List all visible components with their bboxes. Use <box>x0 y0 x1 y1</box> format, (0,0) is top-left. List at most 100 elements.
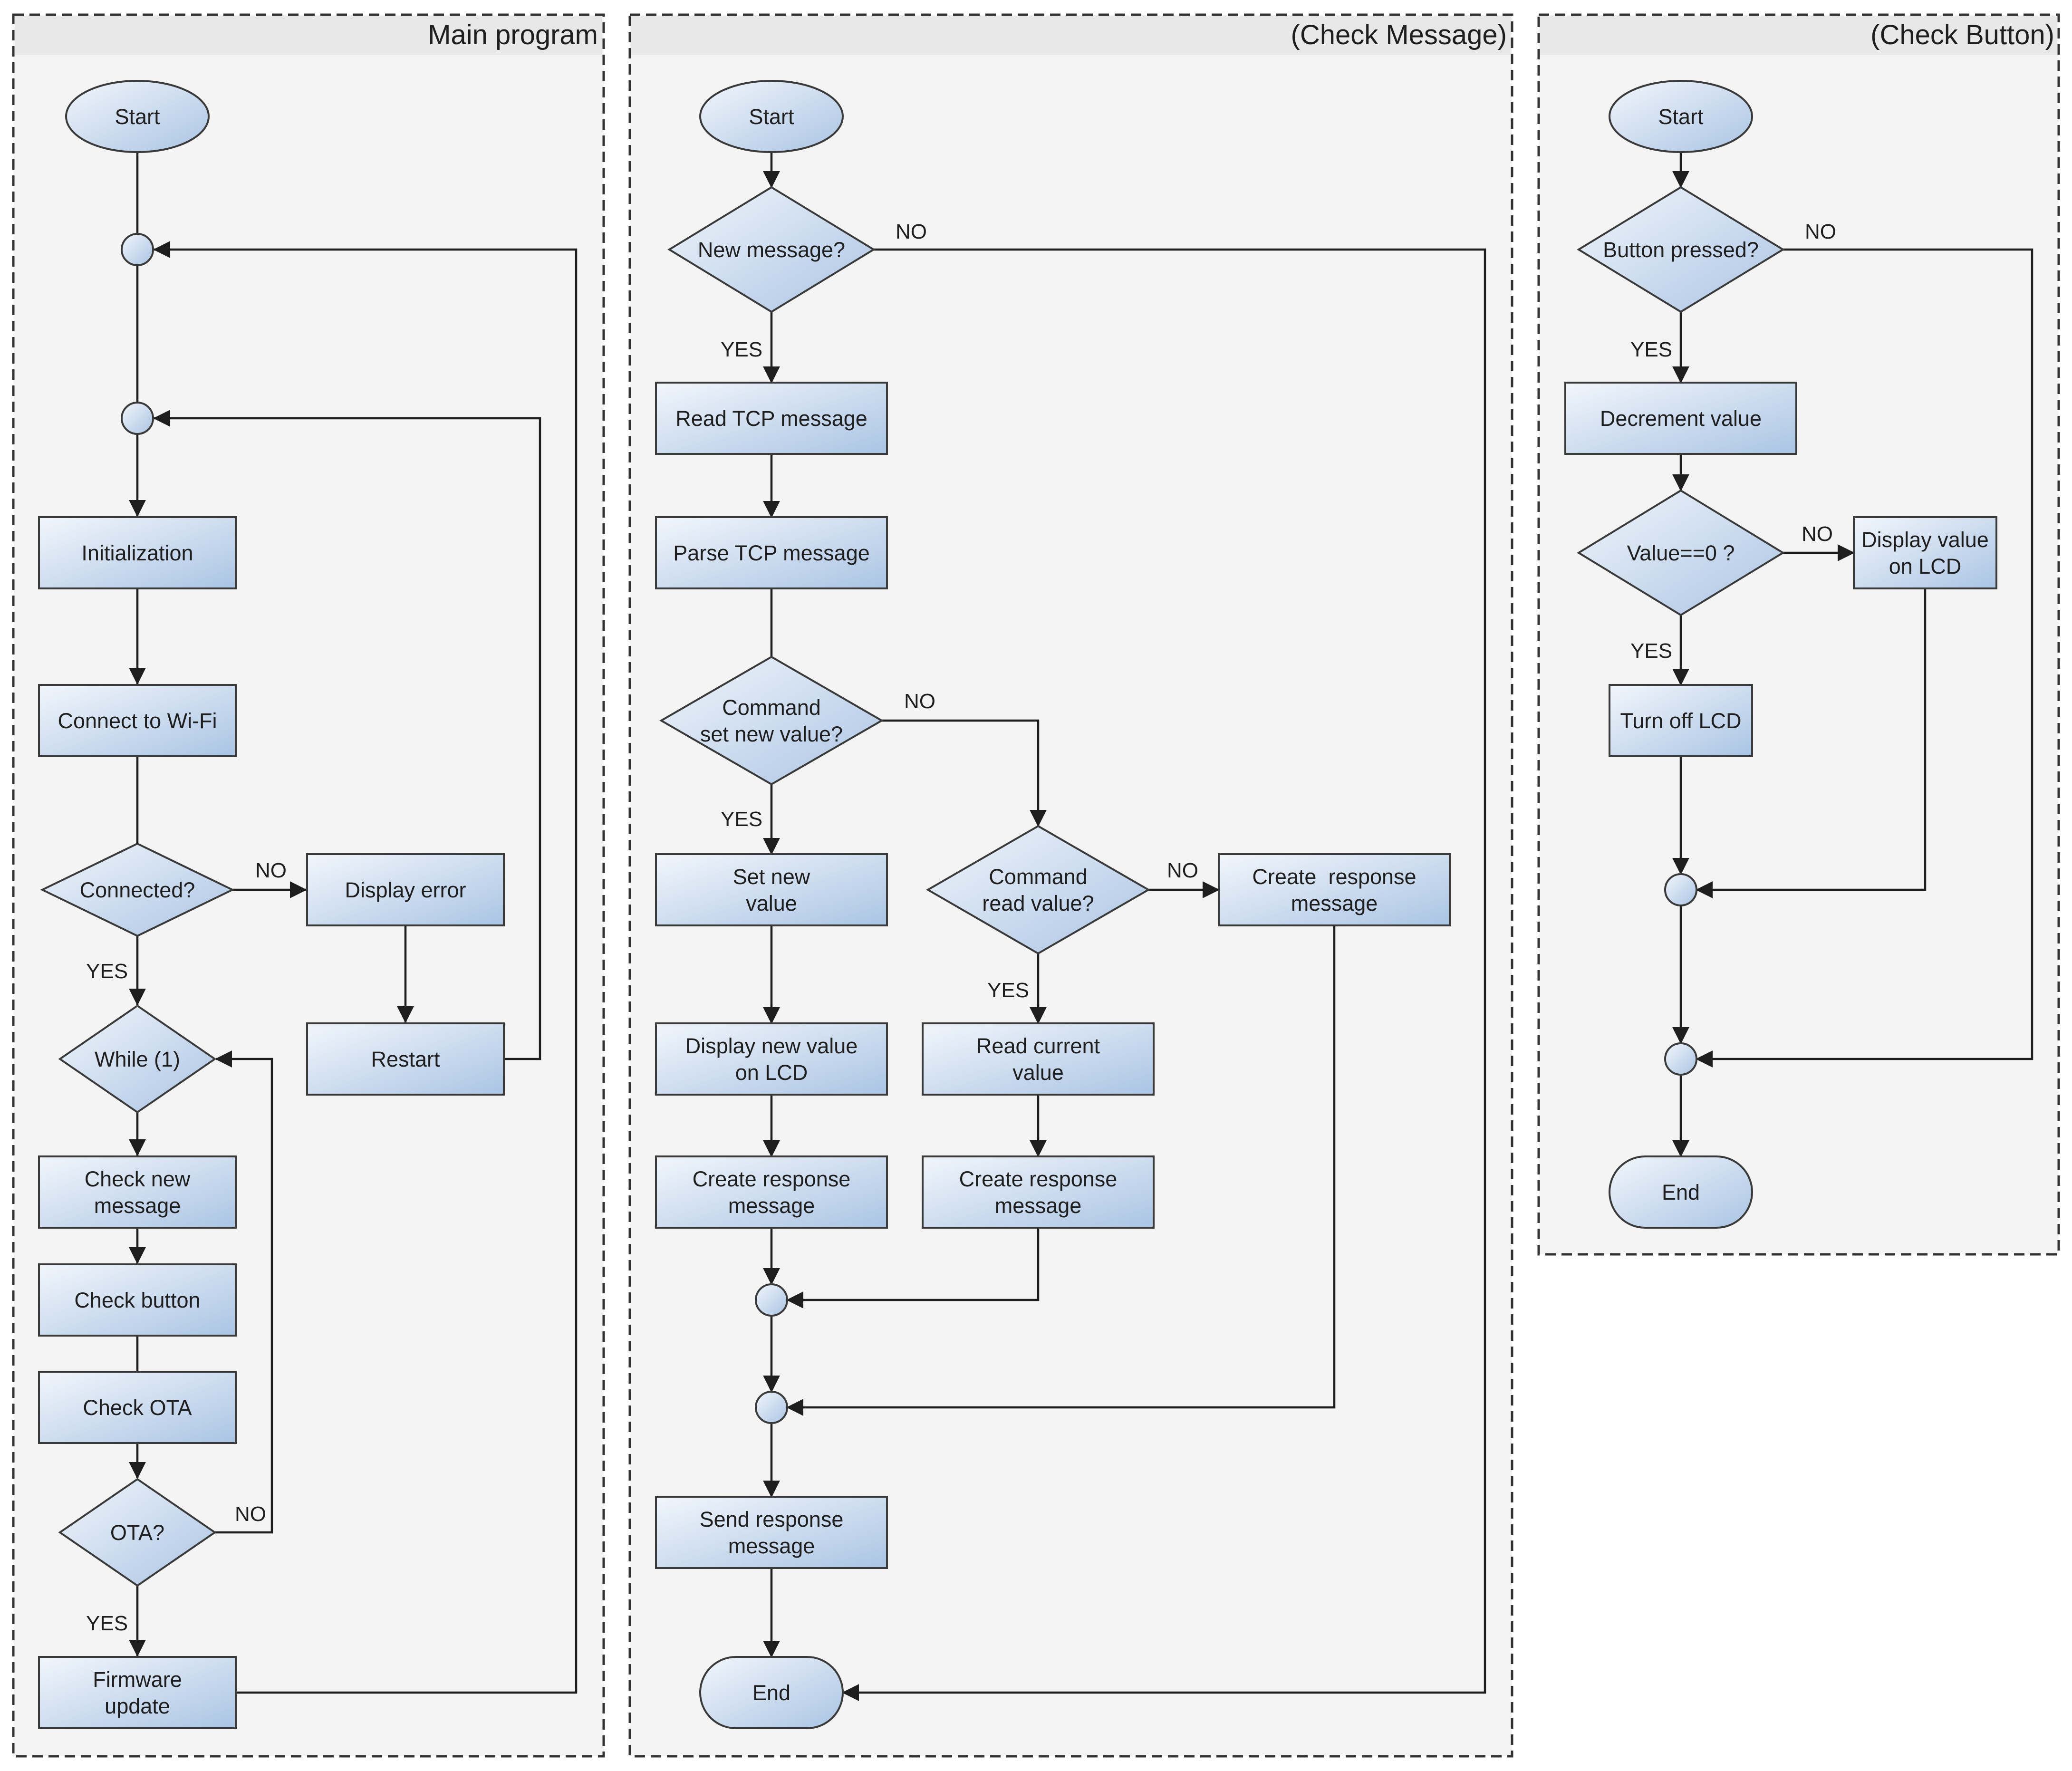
panel-title-message: (Check Message) <box>1291 19 1507 50</box>
display-error-box-text: Display error <box>345 878 466 902</box>
button-end-node: End <box>1609 1155 1753 1229</box>
check-button-box-text: Check button <box>74 1288 200 1312</box>
display-error-box: Display error <box>306 853 505 926</box>
create-response-message-box-3-text-line-2: message <box>1291 891 1378 915</box>
message-merge-junction-1 <box>755 1283 788 1317</box>
display-new-value-box-text-line-1: Display new value <box>685 1034 858 1058</box>
connector-line <box>1696 248 2033 1068</box>
read-tcp-message-box: Read TCP message <box>655 382 888 455</box>
check-new-message-box-text-line-2: message <box>94 1194 181 1218</box>
while-loop-decision: While (1) <box>58 1004 217 1114</box>
while-loop-decision-text: While (1) <box>95 1047 180 1071</box>
button-end-node-text: End <box>1662 1180 1700 1204</box>
read-current-value-box-text-line-2: value <box>1012 1060 1064 1085</box>
new-message-decision-text: New message? <box>698 238 845 262</box>
button-merge-junction-1 <box>1664 873 1697 906</box>
button-merge-junction-2 <box>1664 1042 1697 1076</box>
new-message-decision: New message? <box>667 186 876 313</box>
decrement-value-box-text: Decrement value <box>1600 406 1762 431</box>
create-response-message-box-1: Create response message <box>655 1155 888 1229</box>
turn-off-lcd-box-text: Turn off LCD <box>1620 709 1741 733</box>
command-read-value-decision-text-line-1: Command <box>989 865 1088 889</box>
connector-line <box>842 248 1486 1701</box>
value-zero-yes-label: YES <box>1630 639 1672 663</box>
button-pressed-decision: Button pressed? <box>1577 186 1785 313</box>
connector-line <box>786 925 1336 1416</box>
message-merge-junction-2 <box>755 1391 788 1424</box>
ota-decision: OTA? <box>58 1478 217 1587</box>
button-start-node: Start <box>1609 80 1753 153</box>
message-start-node-text: Start <box>749 105 794 129</box>
connector-line <box>1696 588 1927 898</box>
main-start-node-text: Start <box>115 105 160 129</box>
connected-decision-text: Connected? <box>80 878 195 902</box>
ota-no-label: NO <box>235 1502 266 1526</box>
initialization-box-text: Initialization <box>81 541 193 565</box>
command-read-yes-label: YES <box>987 979 1029 1002</box>
create-response-message-box-2-text-line-1: Create response <box>959 1167 1118 1191</box>
firmware-update-box-text-line-1: Firmware <box>93 1667 182 1692</box>
restart-box: Restart <box>306 1022 505 1096</box>
command-read-value-decision-text-line-2: read value? <box>982 891 1094 915</box>
command-set-no-label: NO <box>904 690 935 713</box>
connected-no-label: NO <box>255 859 287 882</box>
connector-line <box>153 241 578 1694</box>
set-new-value-box-text-line-1: Set new <box>733 865 810 889</box>
create-response-message-box-2-text-line-2: message <box>995 1194 1082 1218</box>
panel-check-button: (Check Button) <box>1537 13 2060 1256</box>
command-set-value-decision-text-line-2: set new value? <box>700 722 843 746</box>
restart-box-text: Restart <box>371 1047 440 1071</box>
main-loop-junction-1 <box>121 233 154 266</box>
connect-wifi-box-text: Connect to Wi-Fi <box>58 709 217 733</box>
display-value-lcd-box-text-line-2: on LCD <box>1889 554 1962 578</box>
set-new-value-box-text-line-2: value <box>746 891 797 915</box>
create-response-message-box-2: Create response message <box>922 1155 1155 1229</box>
decrement-value-box: Decrement value <box>1564 382 1797 455</box>
turn-off-lcd-box: Turn off LCD <box>1609 684 1753 757</box>
create-response-message-box-1-text-line-1: Create response <box>693 1167 851 1191</box>
new-message-no-label: NO <box>896 220 927 243</box>
button-pressed-decision-text: Button pressed? <box>1603 238 1759 262</box>
ota-decision-text: OTA? <box>110 1521 164 1545</box>
panel-title-main: Main program <box>428 19 598 50</box>
read-tcp-message-box-text: Read TCP message <box>675 406 867 431</box>
message-end-node-text: End <box>752 1681 790 1705</box>
command-read-no-label: NO <box>1167 859 1198 882</box>
main-start-node: Start <box>65 80 210 153</box>
message-end-node: End <box>699 1656 844 1729</box>
connector-line <box>215 1050 273 1534</box>
flow-connectors <box>129 152 2033 1701</box>
create-response-message-box-3-text-line-1: Create response <box>1252 865 1416 889</box>
initialization-box: Initialization <box>38 516 237 589</box>
check-button-box: Check button <box>38 1263 237 1337</box>
ota-yes-label: YES <box>86 1612 128 1635</box>
read-current-value-box-text-line-1: Read current <box>976 1034 1100 1058</box>
create-response-message-box-1-text-line-2: message <box>728 1194 815 1218</box>
parse-tcp-message-box-text: Parse TCP message <box>673 541 870 565</box>
parse-tcp-message-box: Parse TCP message <box>655 516 888 589</box>
connect-wifi-box: Connect to Wi-Fi <box>38 684 237 757</box>
send-response-message-box-text-line-2: message <box>728 1534 815 1558</box>
check-ota-box-text: Check OTA <box>83 1396 192 1420</box>
button-start-node-text: Start <box>1658 105 1704 129</box>
button-pressed-yes-label: YES <box>1630 338 1672 361</box>
check-ota-box: Check OTA <box>38 1371 237 1444</box>
message-start-node: Start <box>699 80 844 153</box>
display-new-value-box-text-line-2: on LCD <box>735 1060 808 1085</box>
firmware-update-box-text-line-2: update <box>105 1694 170 1718</box>
new-message-yes-label: YES <box>721 338 762 361</box>
connected-yes-label: YES <box>86 960 128 983</box>
connected-decision: Connected? <box>40 842 235 937</box>
